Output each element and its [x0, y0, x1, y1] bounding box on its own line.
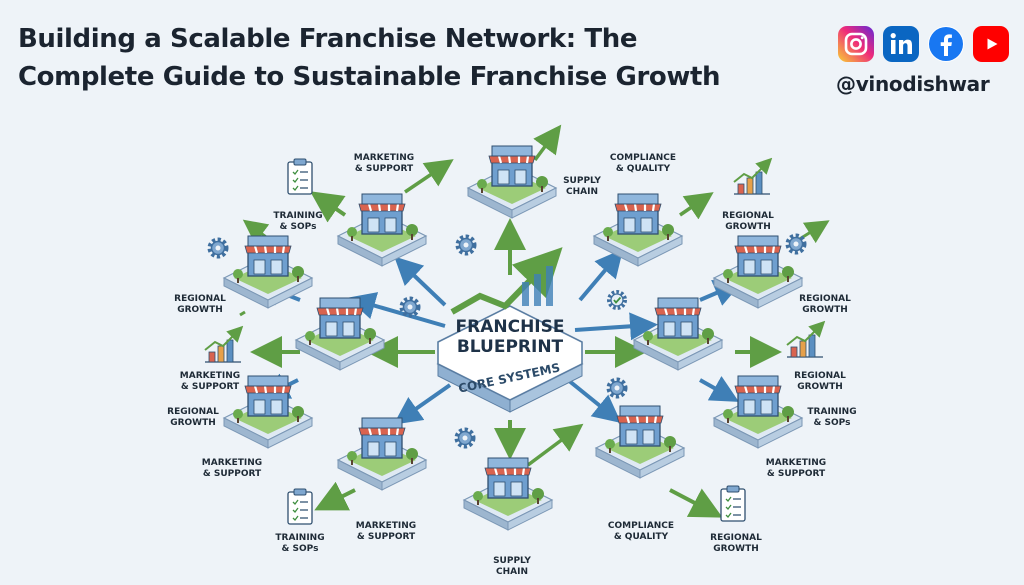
store-node[interactable] [592, 192, 684, 268]
svg-text:& SUPPORT: & SUPPORT [357, 532, 416, 542]
gear-icon [609, 380, 625, 396]
facebook-icon[interactable] [928, 26, 964, 62]
svg-text:& SUPPORT: & SUPPORT [181, 382, 240, 392]
svg-text:GROWTH: GROWTH [170, 418, 216, 428]
svg-text:CHAIN: CHAIN [566, 187, 598, 197]
svg-text:CHAIN: CHAIN [496, 567, 528, 577]
svg-text:MARKETING: MARKETING [354, 153, 414, 163]
store-node[interactable] [712, 374, 804, 450]
svg-text:TRAINING: TRAINING [273, 211, 322, 221]
social-handle[interactable]: @vinodishwar [836, 72, 990, 96]
svg-text:MARKETING: MARKETING [180, 371, 240, 381]
svg-text:COMPLIANCE: COMPLIANCE [608, 521, 674, 531]
svg-text:GROWTH: GROWTH [797, 382, 843, 392]
label-regional-growth-left-lower: REGIONAL GROWTH [167, 407, 219, 428]
hub-title-line-1: FRANCHISE [456, 317, 565, 337]
connector-arrows [239, 124, 830, 518]
label-regional-growth-top-right: REGIONAL GROWTH [722, 211, 774, 232]
svg-text:REGIONAL: REGIONAL [174, 294, 226, 304]
svg-text:REGIONAL: REGIONAL [710, 533, 762, 543]
label-marketing-support-top: MARKETING & SUPPORT [354, 153, 414, 174]
clipboard-icon [287, 488, 313, 525]
svg-text:GROWTH: GROWTH [802, 305, 848, 315]
label-marketing-support-left: MARKETING & SUPPORT [180, 371, 240, 392]
label-regional-growth-right-upper: REGIONAL GROWTH [799, 294, 851, 315]
svg-text:REGIONAL: REGIONAL [799, 294, 851, 304]
label-regional-growth-left-upper: REGIONAL GROWTH [174, 294, 226, 315]
page-title: Building a Scalable Franchise Network: T… [18, 20, 818, 96]
label-marketing-support-bottom: MARKETING & SUPPORT [356, 521, 416, 542]
svg-text:MARKETING: MARKETING [202, 458, 262, 468]
gear-icon [457, 430, 473, 446]
clipboard-icon [287, 158, 313, 195]
svg-text:& QUALITY: & QUALITY [614, 532, 669, 542]
svg-text:& SUPPORT: & SUPPORT [203, 469, 262, 479]
store-node[interactable] [336, 192, 428, 268]
page-title-line-1: Building a Scalable Franchise Network: T… [18, 24, 638, 54]
svg-text:SUPPLY: SUPPLY [493, 556, 531, 566]
hub-title-line-2: BLUEPRINT [457, 337, 564, 357]
gear-icon [458, 237, 474, 253]
svg-text:& QUALITY: & QUALITY [616, 164, 671, 174]
svg-text:GROWTH: GROWTH [177, 305, 223, 315]
bar-chart-icon [787, 325, 823, 357]
bar-chart-icon [205, 330, 241, 362]
franchise-blueprint-hub[interactable]: FRANCHISE BLUEPRINT CORE SYSTEMS [436, 247, 584, 413]
svg-text:SUPPLY: SUPPLY [563, 176, 601, 186]
store-node[interactable] [294, 296, 386, 372]
store-node[interactable] [336, 416, 428, 492]
svg-text:GROWTH: GROWTH [713, 544, 759, 554]
gear-icon [402, 299, 418, 315]
label-compliance-quality-top: COMPLIANCE & QUALITY [610, 153, 676, 174]
gear-icon [210, 240, 226, 256]
store-node[interactable] [594, 404, 686, 480]
svg-text:GROWTH: GROWTH [725, 222, 771, 232]
store-node[interactable] [632, 296, 724, 372]
document-chart-icon [720, 485, 746, 522]
linkedin-icon[interactable] [883, 26, 919, 62]
store-node[interactable] [462, 456, 554, 532]
svg-text:COMPLIANCE: COMPLIANCE [610, 153, 676, 163]
label-marketing-support-lower-left: MARKETING & SUPPORT [202, 458, 262, 479]
svg-text:& SOPs: & SOPs [282, 544, 319, 554]
svg-text:TRAINING: TRAINING [275, 533, 324, 543]
checkmark-gear-icon [607, 290, 627, 310]
svg-text:REGIONAL: REGIONAL [794, 371, 846, 381]
label-regional-growth-right-middle: REGIONAL GROWTH [794, 371, 846, 392]
store-node[interactable] [222, 234, 314, 310]
bar-chart-icon [734, 162, 770, 194]
label-training-sops-right: TRAINING & SOPs [807, 407, 856, 428]
svg-text:& SOPs: & SOPs [814, 418, 851, 428]
svg-text:MARKETING: MARKETING [356, 521, 416, 531]
label-compliance-quality-bottom: COMPLIANCE & QUALITY [608, 521, 674, 542]
svg-text:& SUPPORT: & SUPPORT [355, 164, 414, 174]
label-marketing-support-lower-right: MARKETING & SUPPORT [766, 458, 826, 479]
store-node[interactable] [466, 144, 558, 220]
label-training-sops-top: TRAINING & SOPs [273, 211, 322, 232]
label-training-sops-bottom: TRAINING & SOPs [275, 533, 324, 554]
instagram-icon[interactable] [838, 26, 874, 62]
svg-text:REGIONAL: REGIONAL [722, 211, 774, 221]
social-links [838, 26, 1009, 62]
svg-text:MARKETING: MARKETING [766, 458, 826, 468]
svg-text:REGIONAL: REGIONAL [167, 407, 219, 417]
svg-text:TRAINING: TRAINING [807, 407, 856, 417]
svg-text:& SOPs: & SOPs [280, 222, 317, 232]
page-title-line-2: Complete Guide to Sustainable Franchise … [18, 62, 721, 92]
label-supply-chain-top: SUPPLY CHAIN [563, 176, 601, 197]
label-regional-growth-bottom: REGIONAL GROWTH [710, 533, 762, 554]
label-supply-chain-bottom: SUPPLY CHAIN [493, 556, 531, 577]
gear-icon [788, 236, 804, 252]
youtube-icon[interactable] [973, 26, 1009, 62]
svg-text:& SUPPORT: & SUPPORT [767, 469, 826, 479]
